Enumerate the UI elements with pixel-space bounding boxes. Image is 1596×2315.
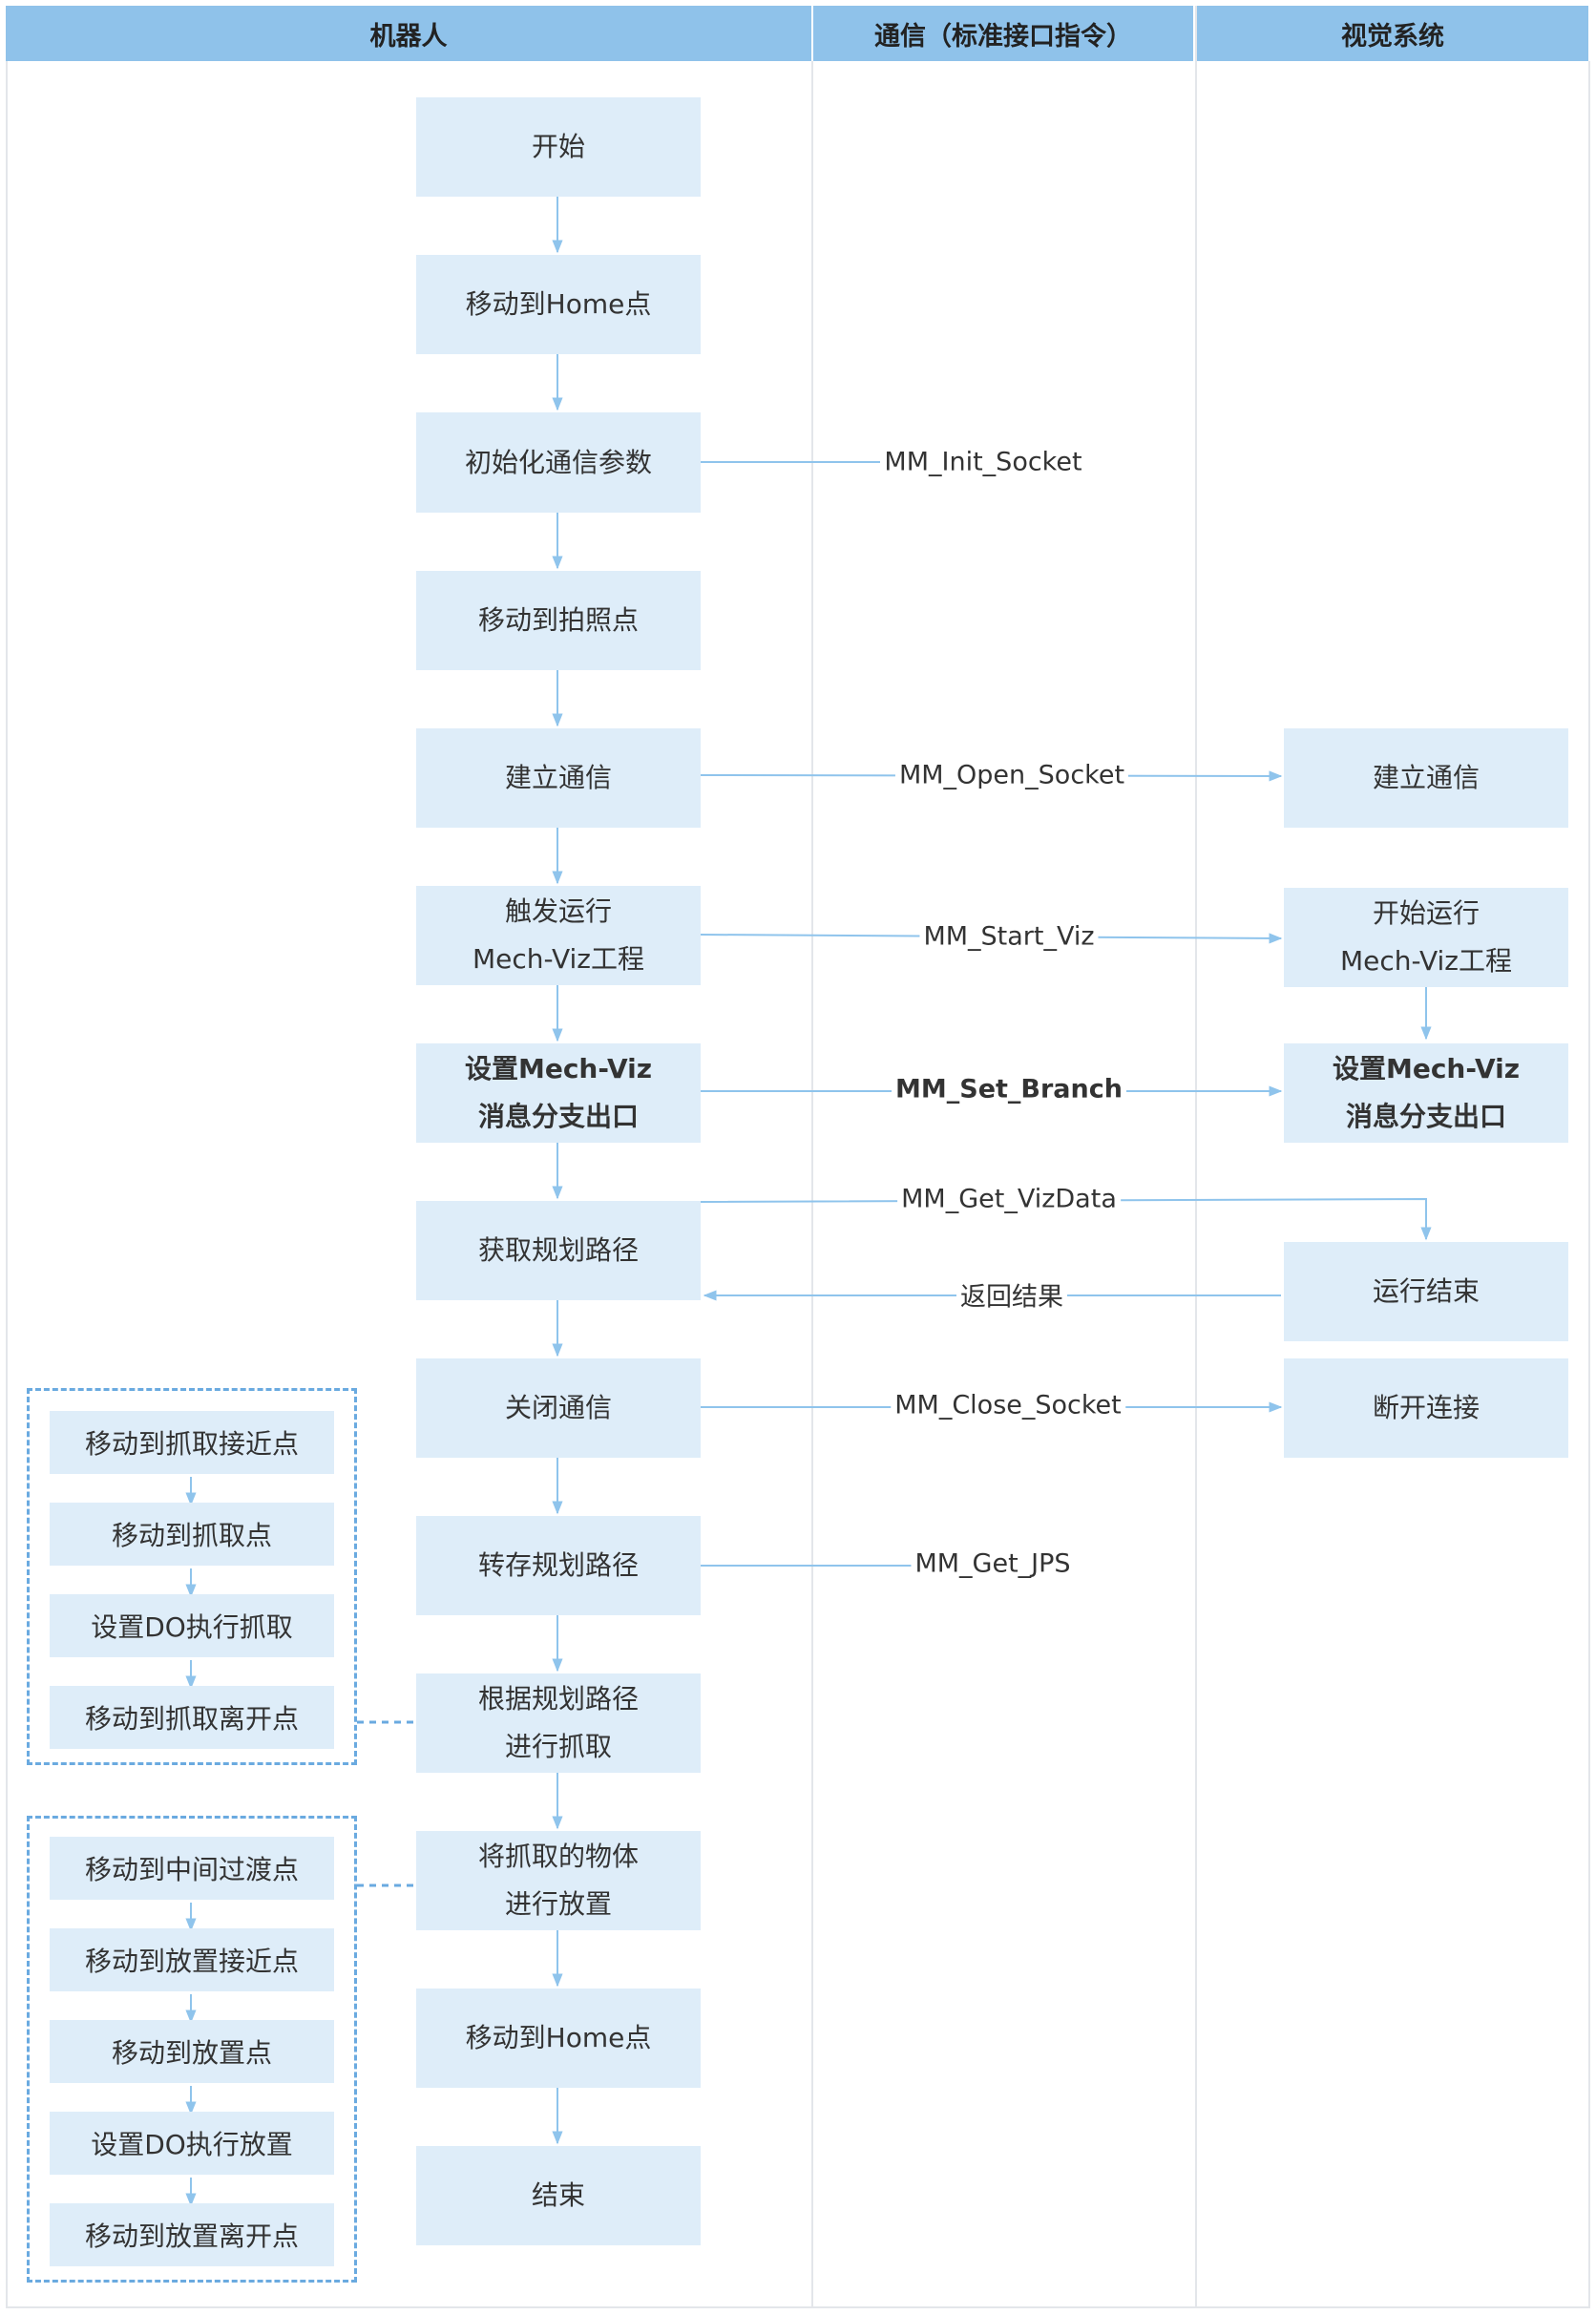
vision-set-branch: 设置Mech-Viz 消息分支出口 [1284,1043,1568,1143]
pick-substeps-group [27,1388,357,1765]
cmd-get-vizdata: MM_Get_VizData [897,1184,1121,1214]
step-connect: 建立通信 [416,728,701,828]
vision-disconnect: 断开连接 [1284,1358,1568,1458]
cmd-get-jps: MM_Get_JPS [911,1548,1075,1579]
lane-comm-bg [811,6,1197,2308]
step-move-photo: 移动到拍照点 [416,571,701,670]
place-substep: 设置DO执行放置 [50,2112,334,2175]
step-init-comm: 初始化通信参数 [416,412,701,513]
vision-start-run: 开始运行 Mech-Viz工程 [1284,888,1568,987]
cmd-open-socket: MM_Open_Socket [894,760,1129,790]
place-substep: 移动到放置接近点 [50,1928,334,1991]
cmd-start-viz: MM_Start_Viz [919,921,1099,952]
step-move-home-2: 移动到Home点 [416,1989,701,2088]
vision-connect: 建立通信 [1284,728,1568,828]
step-set-branch: 设置Mech-Viz 消息分支出口 [416,1043,701,1143]
step-trigger-viz: 触发运行 Mech-Viz工程 [416,886,701,985]
pick-substep: 移动到抓取接近点 [50,1411,334,1474]
step-start: 开始 [416,97,701,197]
cmd-set-branch: MM_Set_Branch [892,1074,1126,1105]
step-store-path: 转存规划路径 [416,1516,701,1615]
lane-header-comm: 通信（标准接口指令） [813,6,1195,61]
place-substep: 移动到中间过渡点 [50,1837,334,1900]
step-close-comm: 关闭通信 [416,1358,701,1458]
pick-substep: 设置DO执行抓取 [50,1594,334,1657]
step-get-path: 获取规划路径 [416,1201,701,1300]
step-end: 结束 [416,2146,701,2245]
cmd-init-socket: MM_Init_Socket [880,447,1086,477]
place-substep: 移动到放置离开点 [50,2203,334,2266]
lane-vision-bg [1195,6,1590,2308]
place-substep: 移动到放置点 [50,2020,334,2083]
step-move-home: 移动到Home点 [416,255,701,354]
lane-header-robot: 机器人 [6,6,813,61]
cmd-return-result: 返回结果 [956,1275,1067,1314]
cmd-close-socket: MM_Close_Socket [891,1390,1125,1421]
pick-substep: 移动到抓取离开点 [50,1686,334,1749]
vision-run-end: 运行结束 [1284,1242,1568,1341]
lane-header-vision: 视觉系统 [1197,6,1590,61]
step-pick: 根据规划路径 进行抓取 [416,1673,701,1773]
place-substeps-group [27,1816,357,2283]
pick-substep: 移动到抓取点 [50,1503,334,1566]
step-place: 将抓取的物体 进行放置 [416,1831,701,1930]
